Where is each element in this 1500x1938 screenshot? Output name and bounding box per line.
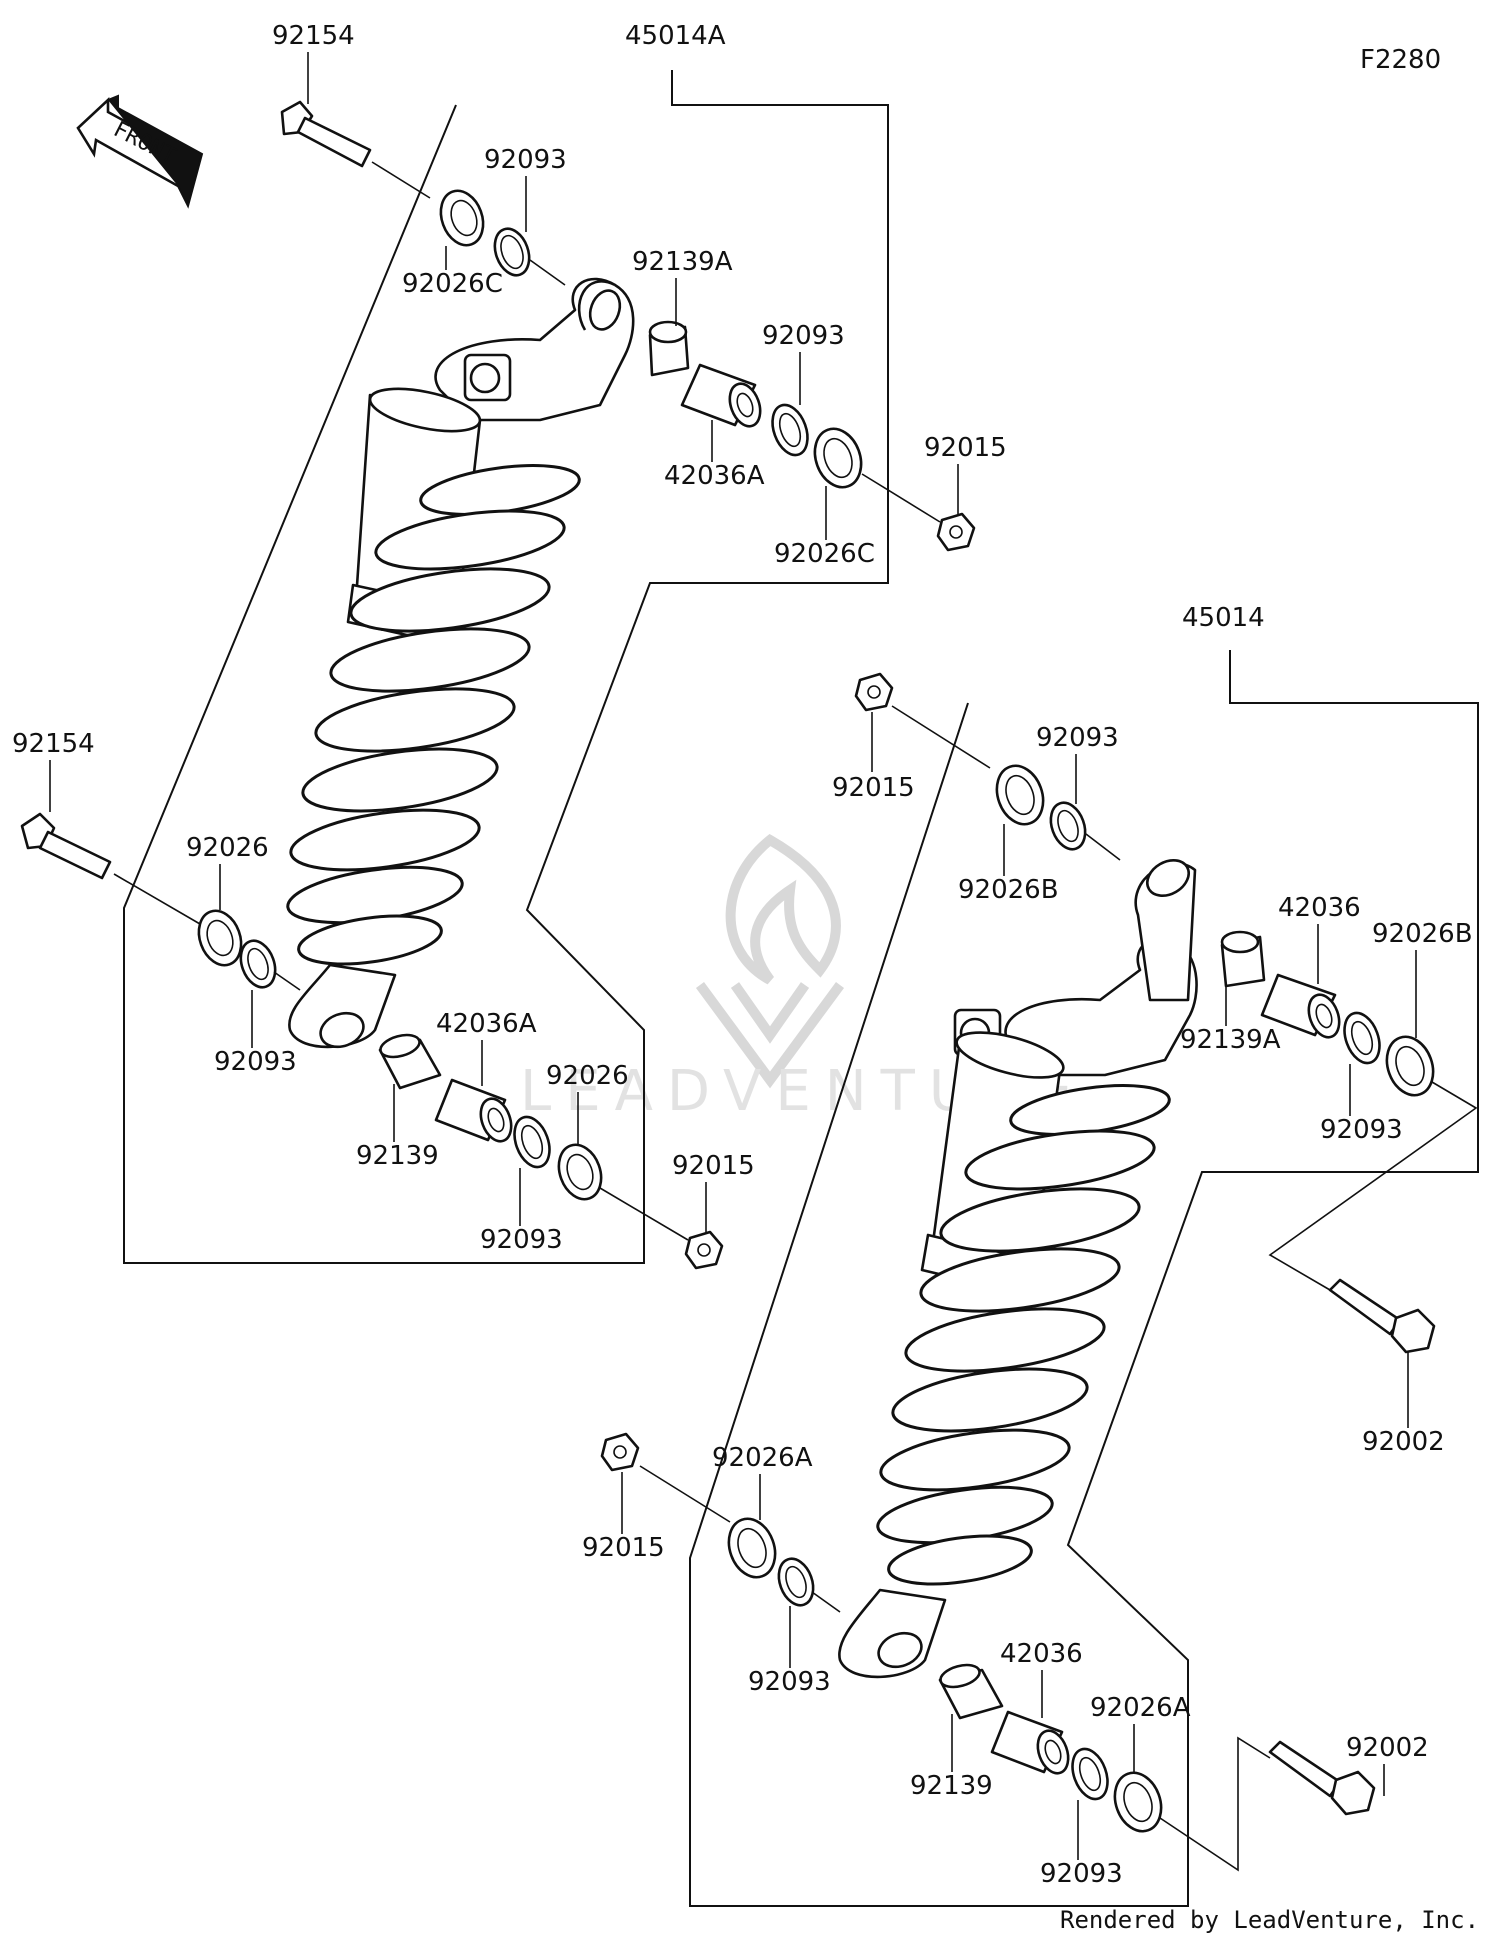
lower-assembly-label: 45014 [1182, 603, 1265, 633]
upper-washer-bottom-right [557, 1143, 603, 1201]
label-lower-washer-bottom-left: 92026A [712, 1443, 813, 1473]
lower-bushing-bottom [938, 1663, 1004, 1720]
diagram-code: F2280 [1360, 45, 1441, 75]
label-upper-seal-top-right: 92026C [774, 539, 875, 569]
label-lower-bolt-top: 92002 [1362, 1427, 1445, 1457]
lower-bolt-top [1328, 1278, 1436, 1354]
upper-assembly-label: 45014A [625, 21, 726, 51]
label-upper-ring-top-left: 92093 [484, 145, 567, 175]
label-upper-nut-top: 92015 [924, 433, 1007, 463]
lower-collar-bottom [990, 1710, 1070, 1775]
label-lower-ring-bottom-left: 92093 [748, 1667, 831, 1697]
front-arrow-icon: FRONT [76, 94, 204, 209]
lower-collar-top [1260, 973, 1341, 1039]
label-upper-collar-top: 42036A [664, 461, 765, 491]
lower-shock-absorber [838, 859, 1198, 1679]
lower-seal-top-left [995, 764, 1045, 826]
label-lower-seal-top-left: 92026B [958, 875, 1059, 905]
lower-seal-top-right [1385, 1035, 1435, 1097]
lower-ring-bottom-left [777, 1557, 815, 1607]
upper-collar-bottom [434, 1078, 513, 1143]
lower-spring [876, 1084, 1171, 1586]
upper-bushing-bottom [378, 1033, 442, 1090]
label-lower-bushing-bottom: 92139 [910, 1771, 993, 1801]
upper-seal-top-left [439, 189, 485, 247]
label-upper-collar-bottom: 42036A [436, 1009, 537, 1039]
upper-seal-top-right [813, 427, 863, 489]
label-lower-nut-top: 92015 [832, 773, 915, 803]
upper-nut-top [936, 512, 976, 552]
label-lower-bushing-top: 92139A [1180, 1025, 1281, 1055]
upper-bushing-top [648, 320, 690, 377]
label-upper-bushing-top: 92139A [632, 247, 733, 277]
upper-bolt-bottom [20, 812, 201, 925]
upper-collar-top [680, 363, 762, 428]
lower-washer-bottom-left [727, 1517, 777, 1579]
upper-shock-absorber [286, 277, 635, 1049]
upper-ring-top-right [771, 403, 809, 457]
label-upper-ring-bottom-left: 92093 [214, 1047, 297, 1077]
upper-ring-top-left [493, 227, 531, 277]
lower-bolt-bottom [1268, 1740, 1376, 1816]
label-lower-collar-bottom: 42036 [1000, 1639, 1083, 1669]
upper-assembly: 45014A [12, 21, 1007, 1270]
lower-ring-bottom-right [1071, 1747, 1109, 1801]
lower-nut-top [854, 672, 894, 712]
label-upper-bushing-bottom: 92139 [356, 1141, 439, 1171]
label-lower-washer-bottom-right: 92026A [1090, 1693, 1191, 1723]
label-lower-nut-bottom: 92015 [582, 1533, 665, 1563]
label-upper-nut-bottom: 92015 [672, 1151, 755, 1181]
label-upper-ring-bottom-right: 92093 [480, 1225, 563, 1255]
label-lower-collar-top: 42036 [1278, 893, 1361, 923]
label-upper-washer-bottom-left: 92026 [186, 833, 269, 863]
label-lower-ring-bottom-right: 92093 [1040, 1859, 1123, 1889]
label-lower-seal-top-right: 92026B [1372, 919, 1473, 949]
lower-nut-bottom [600, 1432, 640, 1472]
label-upper-bolt-top: 92154 [272, 21, 355, 51]
label-lower-bolt-bottom: 92002 [1346, 1733, 1429, 1763]
label-lower-ring-top-left: 92093 [1036, 723, 1119, 753]
label-upper-ring-top-right: 92093 [762, 321, 845, 351]
credit-text: Rendered by LeadVenture, Inc. [1060, 1906, 1479, 1934]
lower-washer-bottom-right [1113, 1771, 1163, 1833]
label-lower-ring-top-right: 92093 [1320, 1115, 1403, 1145]
lower-ring-top-left [1049, 801, 1087, 851]
lower-bushing-top [1220, 930, 1266, 988]
lower-assembly: 45014 [582, 603, 1479, 1907]
label-upper-washer-bottom-right: 92026 [546, 1061, 629, 1091]
lower-ring-top-right [1343, 1011, 1381, 1065]
label-upper-seal-top-left: 92026C [402, 269, 503, 299]
upper-bolt-top [280, 100, 431, 199]
upper-nut-bottom [684, 1230, 724, 1270]
upper-spring [286, 464, 581, 966]
label-upper-bolt-bottom: 92154 [12, 729, 95, 759]
